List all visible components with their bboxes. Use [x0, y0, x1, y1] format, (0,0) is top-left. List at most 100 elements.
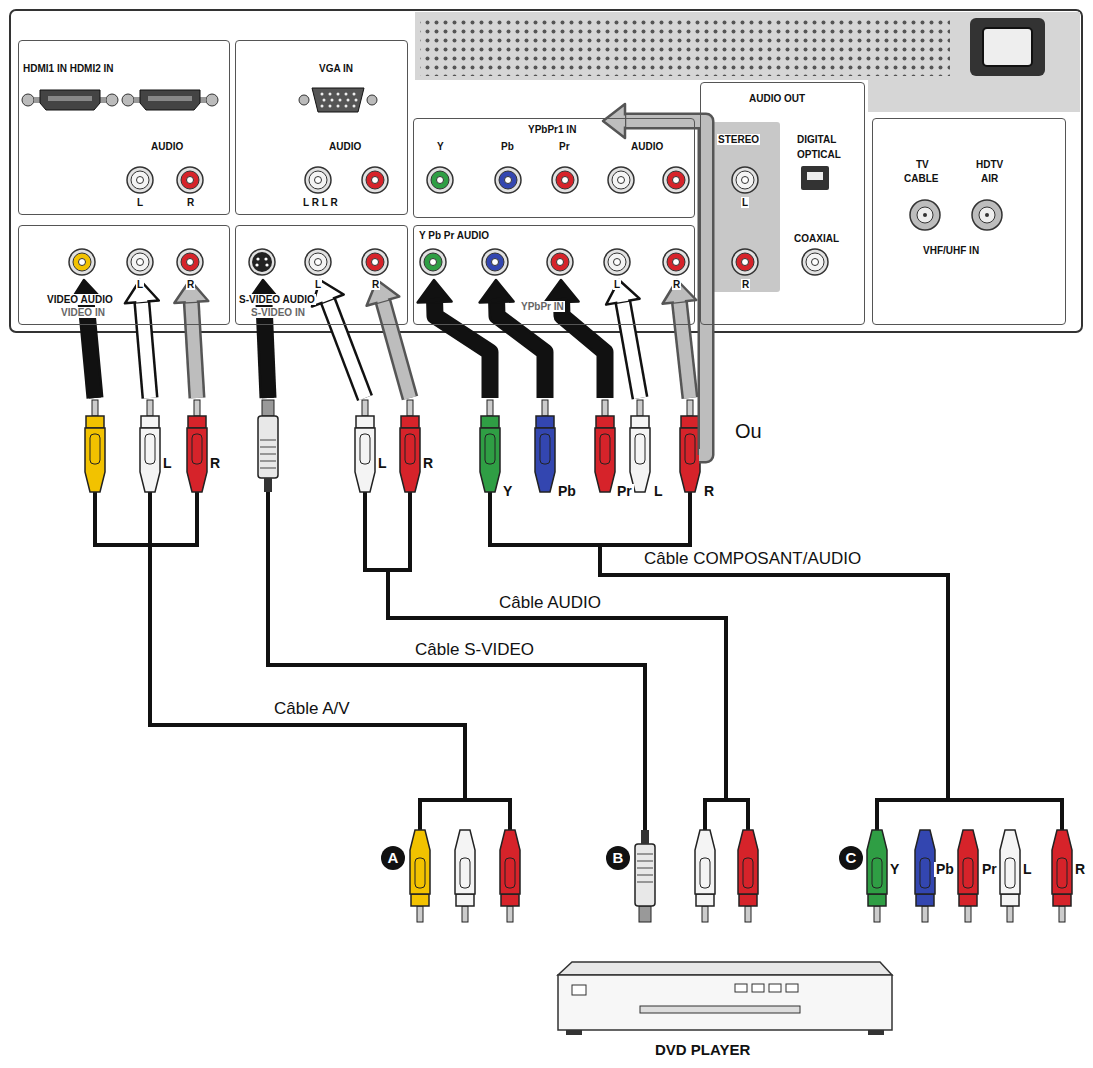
- stereo-band: [712, 122, 780, 292]
- channel-label: R: [371, 279, 380, 290]
- device-name: DVD PLAYER: [654, 1042, 751, 1059]
- connector-panel: YPbPr1 INYPbPrAUDIO: [413, 118, 695, 218]
- rca-plug: [595, 400, 615, 492]
- rca-jack: [362, 249, 388, 275]
- direction-arrow: [174, 280, 208, 398]
- tv-back-panel: [10, 10, 1082, 332]
- rca-plug: [400, 400, 420, 492]
- plug-label: Y: [888, 862, 901, 877]
- rca-jack: [177, 249, 203, 275]
- cable: [268, 492, 645, 830]
- port-label: COAXIAL: [793, 233, 840, 244]
- rca-jack: [177, 167, 203, 193]
- rca-jack: [127, 167, 153, 193]
- direction-arrow: [606, 280, 640, 398]
- port-label: DIGITAL: [796, 134, 837, 145]
- rca-jack: [495, 167, 521, 193]
- port-label: VIDEO IN: [60, 307, 106, 318]
- hdmi-port: [22, 90, 118, 110]
- rca-jack: [69, 249, 95, 275]
- signal-label: Pb: [500, 141, 515, 152]
- cable: [95, 492, 197, 545]
- rca-jack: [663, 249, 689, 275]
- cable: [420, 800, 510, 830]
- port-label: AUDIO: [150, 141, 184, 152]
- channel-label: R: [741, 279, 750, 290]
- direction-arrow: [480, 280, 545, 398]
- plug-label: Pb: [934, 862, 956, 877]
- connector-panel: S-VIDEO AUDIOS-VIDEO INLR: [235, 225, 408, 325]
- cable: [705, 800, 748, 830]
- channel-label: L: [314, 279, 322, 290]
- vga-port: [299, 88, 377, 112]
- port-label: OPTICAL: [796, 149, 842, 160]
- rca-plug: [480, 400, 500, 492]
- channel-label: L: [136, 197, 144, 208]
- connector-panel: VIDEO AUDIO VIDEO IN L R: [18, 225, 230, 325]
- rca-plug: [535, 400, 555, 492]
- direction-arrow: [367, 280, 410, 398]
- channel-label: L: [136, 279, 144, 290]
- signal-label: Y: [436, 141, 445, 152]
- port-label: AIR: [980, 173, 999, 184]
- cable: [600, 545, 948, 800]
- hdmi-port: [122, 90, 218, 110]
- cable: [877, 800, 1062, 830]
- rca-plug: [1000, 830, 1020, 922]
- rca-plug: [958, 830, 978, 922]
- plug-label: L: [161, 456, 174, 471]
- rca-jack: [482, 249, 508, 275]
- port-label: YPbPr1 IN: [527, 124, 577, 135]
- rca-jack: [604, 249, 630, 275]
- port-label: YPbPr IN: [520, 301, 565, 312]
- rca-jack: [305, 167, 331, 193]
- dvd-player-drawing: [558, 962, 892, 1035]
- vent-holes: [420, 16, 950, 76]
- channel-label: L: [741, 197, 749, 208]
- rca-jack: [732, 167, 758, 193]
- rca-plug: [500, 830, 520, 922]
- rca-plug: [455, 830, 475, 922]
- channel-label: R: [672, 279, 681, 290]
- port-label: HDTV: [975, 159, 1004, 170]
- antenna-connector: [972, 200, 1002, 230]
- plug-label: L: [376, 456, 389, 471]
- dvd-player: DVD PLAYER: [550, 955, 900, 1064]
- direction-arrow: [418, 280, 490, 398]
- cable-name: Câble S-VIDEO: [413, 641, 536, 660]
- connector-panel: AUDIO OUTSTEREOLRDIGITALOPTICALCOAXIAL: [700, 82, 865, 325]
- port-label: VIDEO AUDIO: [46, 294, 114, 305]
- s-video-jack: [249, 249, 275, 275]
- port-label: AUDIO: [630, 141, 664, 152]
- callout-letter: B: [606, 846, 630, 870]
- direction-arrow: [312, 280, 365, 398]
- rca-plug: [867, 830, 887, 922]
- rca-plug: [187, 400, 207, 492]
- rca-jack: [362, 167, 388, 193]
- rca-plug: [915, 830, 935, 922]
- rca-jack: [420, 249, 446, 275]
- plug-label: Pb: [556, 484, 578, 499]
- rca-jack: [127, 249, 153, 275]
- rca-jack: [547, 249, 573, 275]
- connector-panel: HDMI1 IN HDMI2 INAUDIOLR: [18, 40, 230, 215]
- rca-jack: [552, 167, 578, 193]
- power-socket: [970, 18, 1045, 76]
- plug-label: R: [421, 456, 435, 471]
- direction-arrow: [663, 280, 697, 398]
- rca-plug: [738, 830, 758, 922]
- port-label: AUDIO OUT: [748, 93, 806, 104]
- port-label: Y Pb Pr AUDIO: [418, 230, 490, 241]
- plug-label: Pr: [615, 484, 634, 499]
- panel-ground: [415, 12, 1080, 112]
- port-label: CABLE: [903, 173, 939, 184]
- rca-plug: [355, 400, 375, 492]
- rca-plug: [140, 400, 160, 492]
- connector-panel: TVCABLEHDTVAIRVHF/UHF IN: [872, 118, 1066, 325]
- rca-plug: [630, 400, 650, 492]
- port-label: HDMI1 IN HDMI2 IN: [22, 63, 115, 74]
- channel-label: R: [186, 279, 195, 290]
- plug-label: R: [702, 484, 716, 499]
- cable: [490, 492, 690, 545]
- cable: [365, 492, 410, 570]
